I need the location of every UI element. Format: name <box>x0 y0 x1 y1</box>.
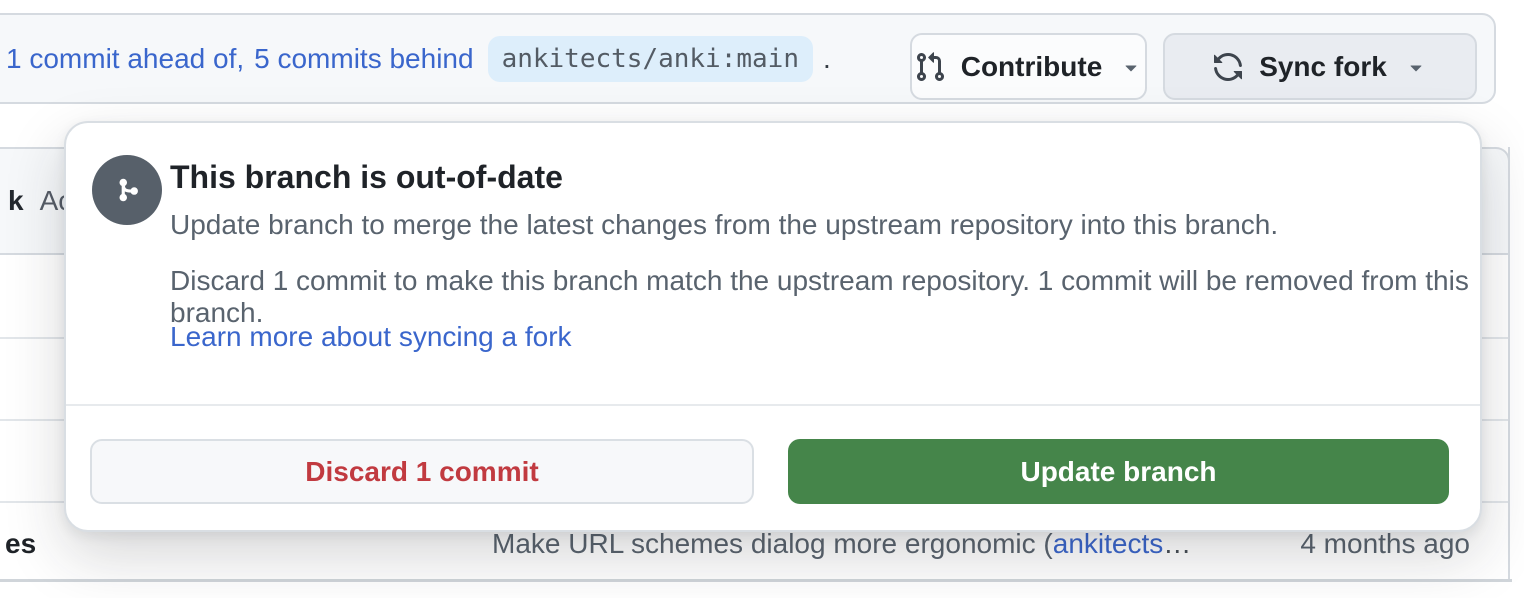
commits-behind-link[interactable]: 5 commits behind <box>254 42 474 74</box>
sync-fork-button[interactable]: Sync fork <box>1163 33 1477 100</box>
commit-message-ellipsis: … <box>1163 528 1192 559</box>
popup-discard-note: Discard 1 commit to make this branch mat… <box>170 265 1469 328</box>
popup-title: This branch is out-of-date <box>170 159 563 195</box>
sync-icon <box>1214 52 1243 81</box>
sync-fork-button-label: Sync fork <box>1259 50 1387 82</box>
commits-ahead-link[interactable]: 1 commit ahead of, <box>6 42 245 74</box>
discard-commit-button[interactable]: Discard 1 commit <box>90 439 754 504</box>
git-branch-icon <box>119 178 138 202</box>
table-bottom-divider <box>0 579 1512 582</box>
update-branch-button[interactable]: Update branch <box>788 439 1449 504</box>
file-name-truncated[interactable]: es <box>5 528 37 559</box>
branch-status-text: 1 commit ahead of, 5 commits behind anki… <box>6 35 831 82</box>
table-right-border <box>1508 147 1510 581</box>
contribute-button-label: Contribute <box>960 50 1103 82</box>
learn-more-link[interactable]: Learn more about syncing a fork <box>170 321 572 352</box>
triangle-down-icon <box>1410 65 1422 71</box>
upstream-ref-code: ankitects/anki:main <box>487 35 813 82</box>
triangle-down-icon <box>1125 65 1137 71</box>
commit-author-link[interactable]: ankitects <box>1052 528 1164 559</box>
popup-footer-divider <box>66 404 1480 406</box>
commit-message-text: Make URL schemes dialog more ergonomic ( <box>492 528 1053 559</box>
period-text: . <box>822 42 831 74</box>
branch-label-truncated: k <box>8 185 24 216</box>
commit-date: 4 months ago <box>1300 528 1470 559</box>
sync-fork-popup: This branch is out-of-date Update branch… <box>64 121 1482 532</box>
popup-description: Update branch to merge the latest change… <box>170 209 1279 240</box>
git-pull-request-icon <box>916 51 944 81</box>
table-row: es Make URL schemes dialog more ergonomi… <box>0 526 1510 566</box>
contribute-button[interactable]: Contribute <box>910 33 1147 100</box>
commit-message-link[interactable]: Make URL schemes dialog more ergonomic (… <box>492 528 1191 560</box>
git-branch-icon-badge <box>92 155 162 225</box>
